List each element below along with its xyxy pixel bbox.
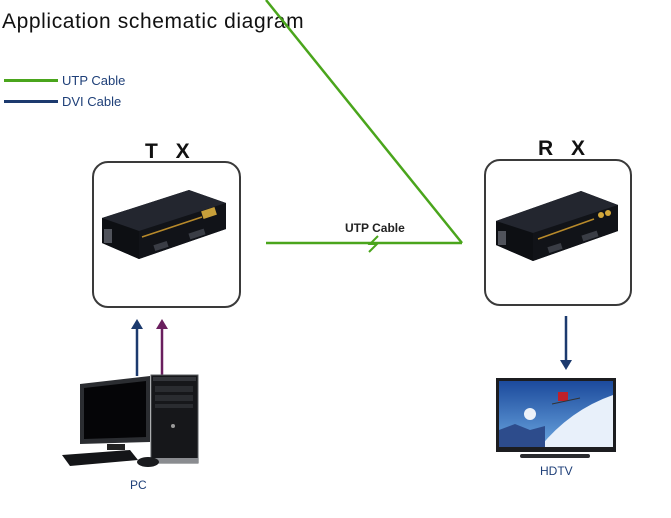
rx-device-icon: [496, 191, 618, 261]
hdtv-icon: [496, 378, 616, 458]
audio-arrowhead-up: [156, 319, 168, 329]
rx-box: [484, 159, 632, 306]
dvi-arrowhead-down: [560, 360, 572, 370]
legend-label-utp: UTP Cable: [62, 73, 126, 88]
pc-icon: [62, 374, 199, 467]
tx-box: [92, 161, 241, 308]
page-title: Application schematic diagram: [2, 10, 305, 33]
lightning-icon: [367, 235, 380, 253]
rx-label: R X: [538, 137, 592, 160]
legend-item-utp: UTP Cable: [4, 73, 125, 88]
legend-item-dvi: DVI Cable: [4, 94, 121, 109]
legend-swatch-utp: [4, 79, 58, 82]
tx-device-icon: [102, 190, 226, 259]
hdtv-label: HDTV: [540, 464, 573, 478]
dvi-arrowhead-up: [131, 319, 143, 329]
tx-label: T X: [145, 140, 196, 163]
legend-label-dvi: DVI Cable: [62, 94, 122, 109]
legend-swatch-dvi: [4, 100, 58, 103]
pc-label: PC: [130, 478, 147, 492]
utp-cable-label: UTP Cable: [345, 221, 405, 235]
utp-cable-line: [265, 0, 463, 244]
